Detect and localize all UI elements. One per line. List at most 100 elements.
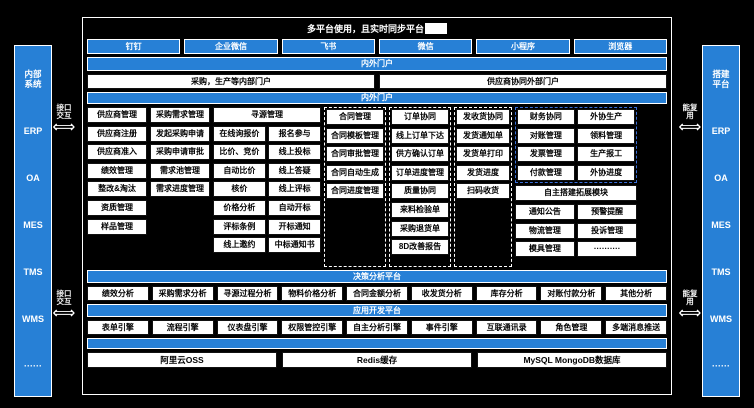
- module-online-qa[interactable]: 线上答疑: [268, 162, 321, 179]
- module-sourcing-row-6: 评标条例 开标通知: [213, 218, 321, 235]
- module-outsourcing-progress[interactable]: 外协进度: [577, 164, 635, 181]
- module-complaint-mgmt[interactable]: 投诉管理: [577, 222, 637, 239]
- engine-event[interactable]: 事件引擎: [410, 320, 473, 335]
- module-sample-mgmt[interactable]: 样品管理: [87, 218, 147, 235]
- analysis-reconciliation-payment[interactable]: 对账付款分析: [540, 286, 603, 301]
- module-order-progress-mgmt[interactable]: 订单进度管理: [391, 164, 449, 181]
- module-auto-price-comparison[interactable]: 自动比价: [213, 162, 266, 179]
- module-extension-row-2: 物流管理 投诉管理: [515, 222, 637, 239]
- analysis-material-price[interactable]: 物料价格分析: [281, 286, 344, 301]
- infra-redis-cache[interactable]: Redis缓存: [282, 352, 472, 368]
- module-purchase-req-approval[interactable]: 采购申请审批: [150, 144, 210, 161]
- module-production-reporting[interactable]: 生产报工: [577, 146, 635, 163]
- tab-wechat[interactable]: 微信: [378, 39, 473, 54]
- module-sourcing-row-7: 线上邀约 中标通知书: [213, 237, 321, 254]
- module-initiate-purchase-req[interactable]: 发起采购申请: [150, 125, 210, 142]
- module-performance-mgmt[interactable]: 绩效管理: [87, 162, 147, 179]
- module-contract-approval-mgmt[interactable]: 合同审批管理: [326, 146, 384, 163]
- left-rail-item-tms: TMS: [23, 267, 43, 278]
- module-mold-mgmt[interactable]: 模具管理: [515, 241, 575, 258]
- module-online-invitation[interactable]: 线上邀约: [213, 237, 266, 254]
- module-auto-bid-opening[interactable]: 自动开标: [268, 199, 321, 216]
- module-scan-receive[interactable]: 扫码收货: [456, 183, 510, 200]
- module-bid-opening-notice[interactable]: 开标通知: [268, 218, 321, 235]
- module-online-order-issue[interactable]: 线上订单下达: [391, 127, 449, 144]
- module-reconciliation-mgmt[interactable]: 对账管理: [517, 127, 575, 144]
- module-price-comparison-bidding[interactable]: 比价、竞价: [213, 144, 266, 161]
- module-logistics-mgmt[interactable]: 物流管理: [515, 222, 575, 239]
- engine-self-analysis[interactable]: 自主分析引擎: [346, 320, 408, 335]
- engine-dashboard[interactable]: 仪表盘引擎: [216, 320, 279, 335]
- module-quality-collaboration[interactable]: 质量协同: [391, 183, 449, 200]
- module-incoming-inspection[interactable]: 来料检验单: [391, 201, 449, 218]
- module-supplier-management[interactable]: 供应商管理: [87, 107, 147, 123]
- right-rail-item-tms: TMS: [711, 267, 731, 278]
- module-winning-bid-notice[interactable]: 中标通知书: [268, 237, 321, 254]
- module-qualification-mgmt[interactable]: 资质管理: [87, 199, 147, 216]
- module-self-build-extension[interactable]: 自主搭建拓展模块: [515, 185, 637, 202]
- module-shipping-note-print[interactable]: 发货单打印: [456, 146, 510, 163]
- module-sourcing-management[interactable]: 寻源管理: [213, 107, 321, 123]
- analysis-performance[interactable]: 绩效分析: [87, 286, 149, 301]
- module-signup-participate[interactable]: 报名参与: [268, 125, 321, 142]
- module-demand-pool-mgmt[interactable]: 需求池管理: [150, 162, 210, 179]
- page-title: 多平台使用，且实时同步平台: [87, 21, 667, 37]
- engine-role-mgmt[interactable]: 角色管理: [540, 320, 603, 335]
- right-rail: 搭建 平台 ERP OA MES TMS WMS ······: [702, 45, 740, 397]
- module-material-issue-mgmt[interactable]: 领料管理: [577, 127, 635, 144]
- module-contract-template-mgmt[interactable]: 合同模板管理: [326, 127, 384, 144]
- module-shipping-notice[interactable]: 发货通知单: [456, 127, 510, 144]
- engine-permission-control[interactable]: 权限管控引擎: [281, 320, 344, 335]
- module-alert-reminder[interactable]: 预警提醒: [577, 203, 637, 220]
- tab-dingtalk[interactable]: 钉钉: [87, 39, 181, 54]
- module-supplier-confirm-order[interactable]: 供方确认订单: [391, 146, 449, 163]
- module-price-verification[interactable]: 核价: [213, 181, 266, 198]
- analysis-shipping-receiving[interactable]: 收发货分析: [410, 286, 473, 301]
- module-bid-evaluation-rules[interactable]: 评标条例: [213, 218, 266, 235]
- module-more-placeholder[interactable]: ··········: [577, 241, 637, 258]
- module-8d-improvement-report[interactable]: 8D改善报告: [391, 239, 449, 256]
- right-connector-top-label2: 用: [686, 111, 694, 121]
- tab-browser[interactable]: 浏览器: [573, 39, 667, 54]
- module-online-bidding[interactable]: 线上投标: [268, 144, 321, 161]
- analysis-sourcing-process[interactable]: 寻源过程分析: [216, 286, 279, 301]
- module-column-supplier: 供应商管理 供应商注册 供应商准入 绩效管理 整改&淘汰 资质管理 样品管理: [87, 107, 147, 267]
- tab-feishu[interactable]: 飞书: [281, 39, 375, 54]
- tab-wecom[interactable]: 企业微信: [184, 39, 278, 54]
- engine-multichannel-push[interactable]: 多端消息推送: [605, 320, 668, 335]
- module-purchase-return-note[interactable]: 采购退货单: [391, 220, 449, 237]
- module-purchase-demand-mgmt[interactable]: 采购需求管理: [150, 107, 210, 123]
- engine-contacts[interactable]: 互联通讯录: [475, 320, 538, 335]
- module-payment-mgmt[interactable]: 付款管理: [517, 164, 575, 181]
- module-invoice-mgmt[interactable]: 发票管理: [517, 146, 575, 163]
- module-order-collaboration[interactable]: 订单协同: [391, 109, 449, 125]
- module-shipping-collaboration[interactable]: 发收货协同: [456, 109, 510, 125]
- infra-mysql-mongodb[interactable]: MySQL MongoDB数据库: [477, 352, 667, 368]
- left-connector-bottom: 接口 交互 ⟺: [46, 289, 82, 321]
- module-contract-management[interactable]: 合同管理: [326, 109, 384, 125]
- module-rectify-eliminate[interactable]: 整改&淘汰: [87, 181, 147, 198]
- module-supplier-admission[interactable]: 供应商准入: [87, 144, 147, 161]
- module-demand-progress-mgmt[interactable]: 需求进度管理: [150, 181, 210, 198]
- module-contract-progress-mgmt[interactable]: 合同进度管理: [326, 183, 384, 200]
- analysis-contract-amount[interactable]: 合同金额分析: [346, 286, 408, 301]
- module-online-bid-evaluation[interactable]: 线上评标: [268, 181, 321, 198]
- tab-miniprogram[interactable]: 小程序: [476, 39, 570, 54]
- analysis-inventory[interactable]: 库存分析: [475, 286, 538, 301]
- right-connector-bottom: 能复 用 ⟺: [672, 289, 708, 321]
- module-finance-collaboration[interactable]: 财务协同: [517, 109, 575, 125]
- module-shipping-progress[interactable]: 发货进度: [456, 164, 510, 181]
- module-supplier-register[interactable]: 供应商注册: [87, 125, 147, 142]
- analysis-purchase-demand[interactable]: 采购需求分析: [151, 286, 214, 301]
- module-price-analysis[interactable]: 价格分析: [213, 199, 266, 216]
- analysis-other[interactable]: 其他分析: [605, 286, 668, 301]
- engine-workflow[interactable]: 流程引擎: [151, 320, 214, 335]
- module-contract-auto-generate[interactable]: 合同自动生成: [326, 164, 384, 181]
- module-notice-announcement[interactable]: 通知公告: [515, 203, 575, 220]
- module-outsourced-production[interactable]: 外协生产: [577, 109, 635, 125]
- infra-aliyun-oss[interactable]: 阿里云OSS: [87, 352, 277, 368]
- module-online-quotation[interactable]: 在线询报价: [213, 125, 266, 142]
- portal-internal[interactable]: 采购，生产等内部门户: [87, 74, 375, 89]
- portal-external[interactable]: 供应商协同外部门户: [379, 74, 667, 89]
- engine-form[interactable]: 表单引擎: [87, 320, 149, 335]
